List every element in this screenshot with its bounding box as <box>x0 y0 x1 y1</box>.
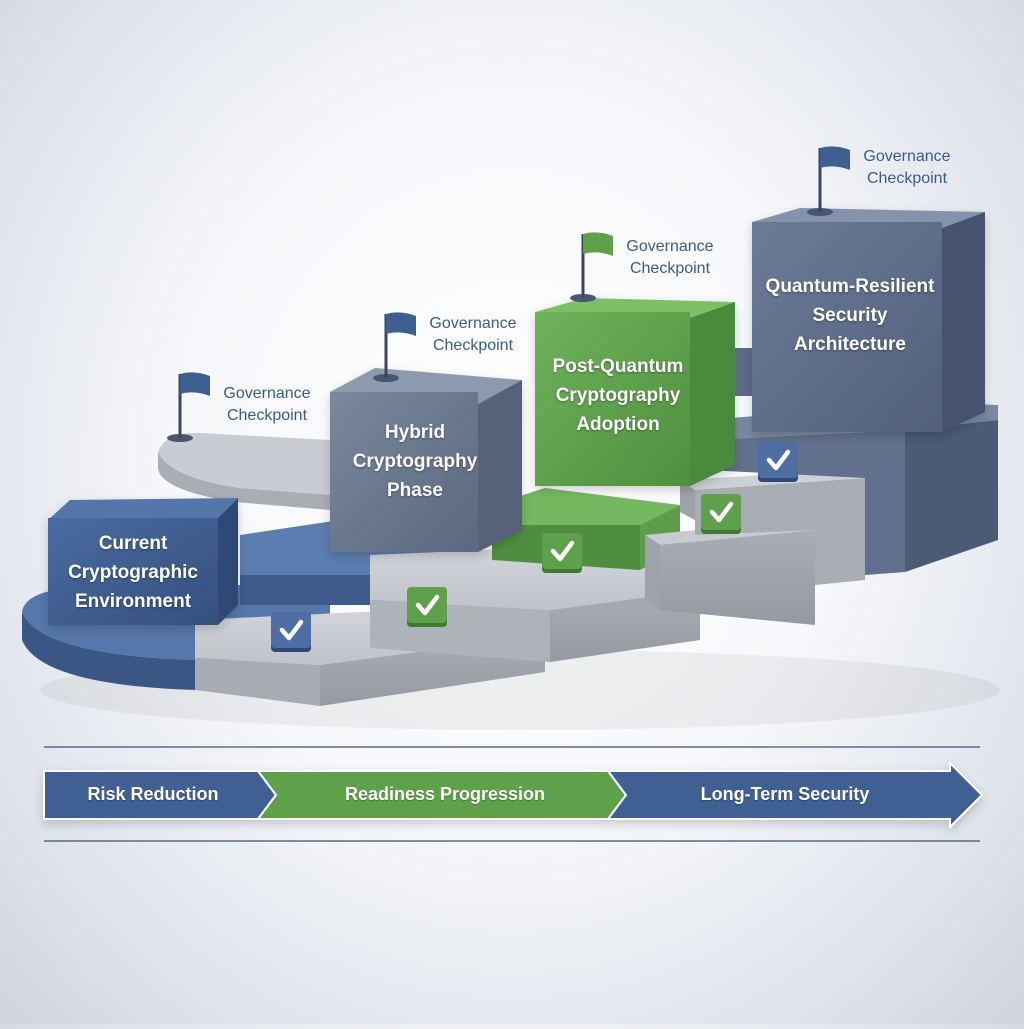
checkpoint-flag-2 <box>373 312 416 382</box>
checkpoint-flag-4 <box>807 146 850 216</box>
checkpoint-flag-3 <box>570 232 613 302</box>
checkpoint-4-line2: Checkpoint <box>866 170 948 187</box>
checkpoint-2-line2: Checkpoint <box>432 337 514 354</box>
label-quantum-resilient-line2: Security <box>812 305 888 326</box>
label-hybrid-line2: Cryptography <box>352 451 478 472</box>
block-hybrid <box>330 368 522 552</box>
label-quantum-resilient: Quantum-Resilient Security Architecture <box>750 272 950 359</box>
check-badges <box>271 442 798 652</box>
checkpoint-label-1: Governance Checkpoint <box>212 383 322 427</box>
badge-face <box>701 494 741 530</box>
checkpoint-1-line2: Checkpoint <box>226 407 308 424</box>
checkpoint-flags <box>167 146 850 442</box>
progress-arrow <box>43 760 984 830</box>
checkmark-icon <box>279 619 304 641</box>
block-quantum-resilient <box>752 208 985 432</box>
checkmark-icon <box>550 540 575 562</box>
checkpoint-3-line2: Checkpoint <box>629 260 711 277</box>
label-hybrid-line3: Phase <box>387 480 443 501</box>
label-quantum-resilient-line1: Quantum-Resilient <box>765 276 935 297</box>
flag-icon <box>583 232 613 256</box>
arrow-label-long-term: Long-Term Security <box>700 784 870 804</box>
checkpoint-4-line1: Governance <box>863 148 951 165</box>
badge-face <box>271 612 311 648</box>
badge-face <box>407 587 447 623</box>
label-postquantum-line3: Adoption <box>576 414 660 435</box>
checkpoint-2-line1: Governance <box>429 315 517 332</box>
checkpoint-flag-1 <box>167 372 210 442</box>
label-postquantum: Post-Quantum Cryptography Adoption <box>528 352 708 439</box>
label-current-line1: Current <box>98 533 168 554</box>
flag-icon <box>386 312 416 336</box>
checkpoint-1-line1: Governance <box>223 385 311 402</box>
checkmark-icon <box>415 594 440 616</box>
label-postquantum-line1: Post-Quantum <box>552 356 684 377</box>
check-badge-5 <box>758 442 798 482</box>
checkpoint-label-2: Governance Checkpoint <box>418 313 528 357</box>
arrow-label-risk-reduction: Risk Reduction <box>87 784 219 804</box>
badge-face <box>542 533 582 569</box>
flag-icon <box>180 372 210 396</box>
label-quantum-resilient-line3: Architecture <box>794 334 906 355</box>
check-badge-2 <box>407 587 447 627</box>
check-badge-3 <box>542 533 582 573</box>
label-current-line2: Cryptographic <box>68 562 198 583</box>
block-current <box>48 498 238 625</box>
label-current-line3: Environment <box>74 591 192 612</box>
checkmark-icon <box>766 449 791 471</box>
badge-face <box>758 442 798 478</box>
checkpoint-label-3: Governance Checkpoint <box>615 236 725 280</box>
label-postquantum-line2: Cryptography <box>555 385 681 406</box>
checkpoint-label-4: Governance Checkpoint <box>852 146 962 190</box>
stone-step-3 <box>645 520 815 625</box>
flag-icon <box>820 146 850 170</box>
label-hybrid-line1: Hybrid <box>384 422 446 443</box>
checkpoint-3-line1: Governance <box>626 238 714 255</box>
check-badge-1 <box>271 612 311 652</box>
arrow-segment-3 <box>606 760 984 830</box>
slate-ledge <box>735 348 755 396</box>
checkmark-icon <box>709 501 734 523</box>
check-badge-4 <box>701 494 741 534</box>
block-postquantum <box>535 298 735 486</box>
label-current: Current Cryptographic Environment <box>48 529 218 616</box>
back-walkway <box>158 432 330 510</box>
arrow-label-readiness: Readiness Progression <box>344 784 546 804</box>
label-hybrid: Hybrid Cryptography Phase <box>330 418 500 505</box>
